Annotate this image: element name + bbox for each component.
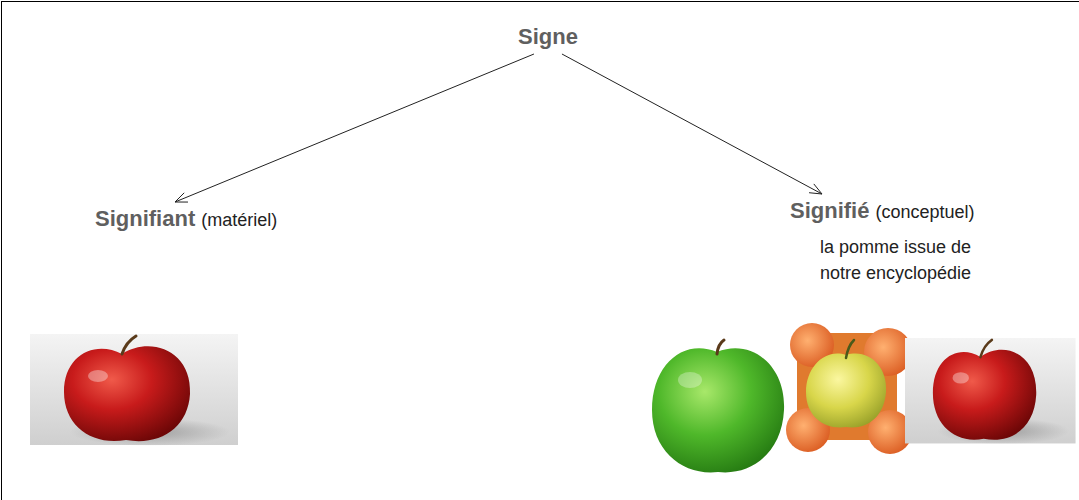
concept-node: Signifié (conceptuel) la pomme issue de no… bbox=[790, 198, 1000, 286]
apple-photo bbox=[30, 334, 238, 446]
concept-qualifier: (conceptuel) bbox=[875, 202, 974, 222]
concept-node: Signifiant (matériel) bbox=[95, 206, 277, 232]
concept-title: Signe bbox=[518, 24, 578, 49]
apple-yellow-photo bbox=[786, 323, 912, 454]
arrow-head bbox=[175, 193, 188, 202]
concept-title: Signifiant bbox=[95, 206, 195, 231]
apple-photo bbox=[905, 338, 1076, 444]
concept-title: Signifié bbox=[790, 198, 869, 223]
concept-node: Signe bbox=[518, 24, 578, 50]
apple-green bbox=[652, 340, 784, 472]
connector-arrow bbox=[562, 54, 822, 194]
connector-line bbox=[562, 54, 822, 194]
arrow-head bbox=[809, 184, 822, 194]
connector-line bbox=[175, 54, 534, 202]
concept-qualifier: (matériel) bbox=[201, 210, 277, 230]
connector-arrow bbox=[175, 54, 534, 202]
concept-description: la pomme issue de notre encyclopédie bbox=[820, 234, 1000, 286]
